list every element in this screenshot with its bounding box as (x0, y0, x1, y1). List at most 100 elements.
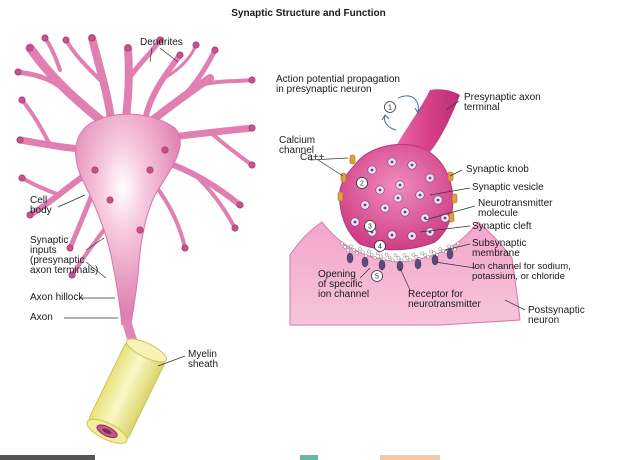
label-dendrites: Dendrites (140, 38, 183, 48)
label-postsynaptic-neuron: Postsynaptic neuron (528, 306, 585, 326)
label-receptor: Receptor for neurotransmitter (408, 290, 481, 310)
vesicle-contents (437, 199, 440, 202)
label-cell-body: Cell body (30, 196, 52, 216)
label-axon-hillock: Axon hillock (30, 293, 83, 303)
vesicle-contents (371, 169, 374, 172)
neurotransmitter-molecule (373, 256, 376, 259)
neurotransmitter-molecule (355, 252, 358, 255)
neurotransmitter-molecule (403, 254, 406, 257)
presynaptic-terminal-knob (17, 137, 23, 143)
vesicle-contents (399, 184, 402, 187)
label-opening-channel: Opening of specific ion channel (318, 270, 369, 300)
label-action-potential: Action potential propagation in presynap… (276, 75, 400, 95)
vesicle-contents (404, 211, 407, 214)
presynaptic-terminal-knob (249, 77, 255, 83)
cell-body (76, 114, 181, 325)
presynaptic-terminal-knob (237, 202, 243, 208)
presynaptic-terminal-knob (92, 167, 98, 173)
scan-bottom-strip (0, 452, 617, 460)
presynaptic-terminal-knob (147, 167, 153, 173)
vesicle-contents (411, 164, 414, 167)
label-presynaptic-terminal: Presynaptic axon terminal (464, 93, 541, 113)
step-5-text: 5 (375, 274, 379, 281)
neurotransmitter-molecule (456, 242, 459, 245)
label-synaptic-knob: Synaptic knob (466, 165, 529, 175)
vesicle-contents (424, 217, 427, 220)
label-synaptic-inputs: Synaptic inputs (presynaptic axon termin… (30, 236, 98, 276)
neurotransmitter-molecule (453, 248, 456, 251)
neurotransmitter-molecule (442, 249, 445, 252)
presynaptic-terminal-knob (125, 45, 131, 51)
neurotransmitter-molecule (433, 252, 436, 255)
label-ion-channel: Ion channel for sodium, potassium, or ch… (472, 262, 571, 282)
vesicle-contents (397, 197, 400, 200)
neurotransmitter-molecule (367, 250, 370, 253)
presynaptic-terminal-knob (249, 162, 255, 168)
neurotransmitter-molecule (424, 254, 427, 257)
vesicle-contents (391, 161, 394, 164)
presynaptic-axon-terminal (395, 89, 460, 152)
neurotransmitter-molecule (397, 256, 400, 259)
vesicle-contents (419, 194, 422, 197)
presynaptic-terminal-knob (63, 37, 69, 43)
presynaptic-terminal-knob (89, 35, 95, 41)
step-4-text: 4 (378, 244, 382, 251)
vesicle-contents (411, 235, 414, 238)
neurotransmitter-molecule (358, 248, 361, 251)
neurotransmitter-molecule (376, 252, 379, 255)
vesicle-contents (379, 189, 382, 192)
diagram-title: Synaptic Structure and Function (0, 8, 617, 19)
label-myelin-sheath: Myelin sheath (188, 350, 218, 370)
neurotransmitter-molecule (394, 254, 397, 257)
step-2-text: 2 (360, 181, 364, 188)
label-synaptic-cleft: Synaptic cleft (472, 222, 531, 232)
neurotransmitter-molecule (427, 256, 430, 259)
label-subsynaptic-membrane: Subsynaptic membrane (472, 239, 526, 259)
vesicle-contents (391, 234, 394, 237)
neurotransmitter-molecule (349, 245, 352, 248)
neurotransmitter-molecule (370, 253, 373, 256)
neurotransmitter-molecule (379, 255, 382, 258)
neurotransmitter-molecule (385, 253, 388, 256)
vesicle-contents (384, 207, 387, 210)
presynaptic-terminal-knob (137, 227, 143, 233)
neurotransmitter-molecule (346, 249, 349, 252)
neurotransmitter-molecule (415, 255, 418, 258)
step-3-text: 3 (368, 224, 372, 231)
presynaptic-terminal-knob (232, 225, 238, 231)
neurotransmitter-molecule (388, 256, 391, 259)
presynaptic-terminal-knob (182, 245, 188, 251)
neurotransmitter-molecule (412, 253, 415, 256)
presynaptic-terminal-knob (27, 45, 33, 51)
neurotransmitter-molecule (421, 252, 424, 255)
label-synaptic-vesicle: Synaptic vesicle (472, 183, 544, 193)
presynaptic-terminal-knob (19, 175, 25, 181)
neurotransmitter-molecule (352, 248, 355, 251)
vesicle-contents (429, 177, 432, 180)
presynaptic-terminal-knob (193, 42, 199, 48)
label-axon: Axon (30, 313, 53, 323)
neurotransmitter-molecule (391, 259, 394, 262)
presynaptic-terminal-knob (42, 35, 48, 41)
label-ca-ion: Ca++ (300, 153, 324, 163)
label-neurotransmitter-molecule: Neurotransmitter molecule (478, 199, 552, 219)
presynaptic-terminal-knob (212, 47, 218, 53)
neurotransmitter-molecule (430, 250, 433, 253)
neurotransmitter-molecule (340, 242, 343, 245)
presynaptic-terminal-knob (107, 197, 113, 203)
presynaptic-terminal-knob (177, 52, 183, 58)
step-1-text: 1 (388, 105, 392, 112)
vesicle-contents (354, 221, 357, 224)
presynaptic-terminal-knob (162, 147, 168, 153)
presynaptic-terminal-knob (19, 97, 25, 103)
presynaptic-terminal-knob (15, 69, 21, 75)
myelin-sheath (84, 334, 170, 448)
neurotransmitter-molecule (448, 245, 451, 248)
presynaptic-terminal-knob (249, 125, 255, 131)
neurotransmitter-molecule (361, 251, 364, 254)
neurotransmitter-molecule (343, 245, 346, 248)
neurotransmitter-molecule (406, 256, 409, 259)
neurotransmitter-molecule (409, 258, 412, 261)
vesicle-contents (364, 204, 367, 207)
vesicle-contents (444, 217, 447, 220)
